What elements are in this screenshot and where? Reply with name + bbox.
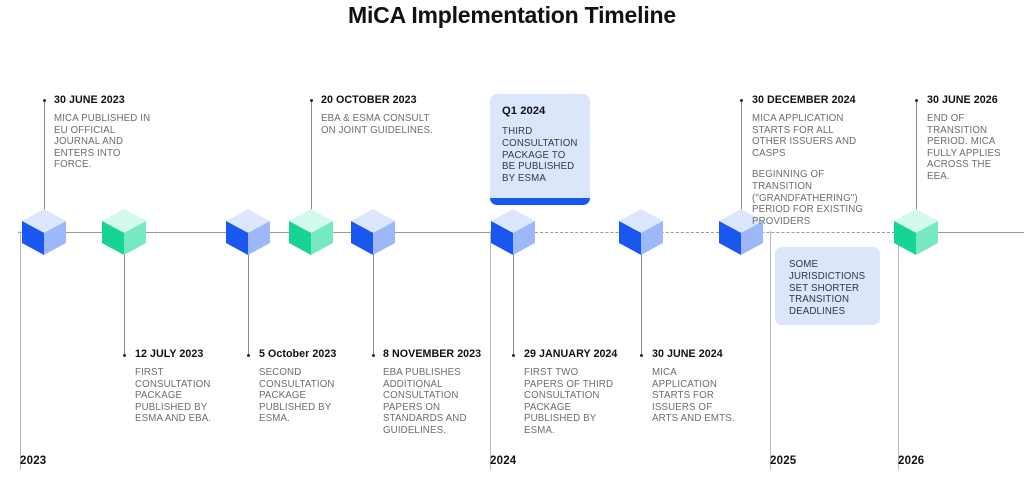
callout-card-body: SOME JURISDICTIONS SET SHORTER TRANSITIO… <box>789 259 866 318</box>
milestone-date: 30 JUNE 2026 <box>927 94 998 106</box>
connector-m3 <box>248 250 249 355</box>
connector-dot-m8 <box>740 99 743 102</box>
timeline-axis-solid-left <box>18 232 532 233</box>
milestone-m8[interactable]: 30 DECEMBER 2024 MICA APPLICATION STARTS… <box>752 94 870 227</box>
page-title: MiCA Implementation Timeline <box>348 2 676 28</box>
year-label-2025: 2025 <box>770 455 797 467</box>
callout-card-content: Q1 2024 THIRD CONSULTATION PACKAGE TO BE… <box>490 94 590 195</box>
year-divider-2025 <box>770 231 771 470</box>
connector-m6 <box>513 250 514 355</box>
callout-card-content: SOME JURISDICTIONS SET SHORTER TRANSITIO… <box>775 247 880 325</box>
milestone-date: 30 JUNE 2024 <box>652 348 723 360</box>
milestone-description: MICA APPLICATION STARTS FOR ISSUERS OF A… <box>652 367 735 425</box>
milestone-description: FIRST CONSULTATION PACKAGE PUBLISHED BY … <box>135 367 212 425</box>
milestone-description: EBA PUBLISHES ADDITIONAL CONSULTATION PA… <box>383 367 467 436</box>
milestone-m7[interactable]: 30 JUNE 2024 MICA APPLICATION STARTS FOR… <box>652 348 737 425</box>
milestone-date: 12 JULY 2023 <box>135 348 204 360</box>
milestone-description: MICA APPLICATION STARTS FOR ALL OTHER IS… <box>752 113 857 159</box>
milestone-date: 5 October 2023 <box>259 348 337 360</box>
year-divider-2023 <box>20 231 21 470</box>
milestone-date: 30 DECEMBER 2024 <box>752 94 856 106</box>
milestone-cube-m3[interactable] <box>226 209 270 255</box>
milestone-m5[interactable]: 8 NOVEMBER 2023 EBA PUBLISHES ADDITIONAL… <box>383 348 483 437</box>
year-label-2023: 2023 <box>20 455 47 467</box>
milestone-date: 8 NOVEMBER 2023 <box>383 348 482 360</box>
milestone-m1[interactable]: 30 JUNE 2023 MICA PUBLISHED IN EU OFFICI… <box>54 94 159 171</box>
milestone-cube-m4[interactable] <box>289 209 333 255</box>
callout-card-title: Q1 2024 <box>502 105 546 117</box>
milestone-description: SECOND CONSULTATION PACKAGE PUBLISHED BY… <box>259 367 335 425</box>
callout-card-jurisdictions[interactable]: SOME JURISDICTIONS SET SHORTER TRANSITIO… <box>775 247 880 325</box>
connector-dot-m1 <box>43 99 46 102</box>
milestone-description: MICA PUBLISHED IN EU OFFICIAL JOURNAL AN… <box>54 113 151 171</box>
milestone-date: 30 JUNE 2023 <box>54 94 125 106</box>
connector-dot-m6 <box>512 354 515 357</box>
timeline-axis-solid-right <box>898 232 1024 233</box>
connector-dot-m3 <box>247 354 250 357</box>
connector-m1 <box>44 100 45 212</box>
connector-dot-m7 <box>640 354 643 357</box>
milestone-description-2: BEGINNING OF TRANSITION ("GRANDFATHERING… <box>752 169 864 227</box>
milestone-description: EBA & ESMA CONSULT ON JOINT GUIDELINES. <box>321 113 434 136</box>
connector-m4 <box>311 100 312 212</box>
milestone-m6[interactable]: 29 JANUARY 2024 FIRST TWO PAPERS OF THIR… <box>524 348 618 437</box>
milestone-description: FIRST TWO PAPERS OF THIRD CONSULTATION P… <box>524 367 614 436</box>
milestone-cube-m8[interactable] <box>719 209 763 255</box>
milestone-cube-m7[interactable] <box>619 209 663 255</box>
timeline-axis-dashed <box>530 232 900 233</box>
year-label-2024: 2024 <box>490 455 517 467</box>
year-divider-2024 <box>490 231 491 470</box>
milestone-m4[interactable]: 20 OCTOBER 2023 EBA & ESMA CONSULT ON JO… <box>321 94 436 136</box>
milestone-date: 29 JANUARY 2024 <box>524 348 618 360</box>
milestone-cube-m5[interactable] <box>351 209 395 255</box>
milestone-m3[interactable]: 5 October 2023 SECOND CONSULTATION PACKA… <box>259 348 355 425</box>
connector-m9 <box>916 100 917 212</box>
connector-m8 <box>741 100 742 212</box>
connector-m2 <box>124 250 125 355</box>
callout-card-body: THIRD CONSULTATION PACKAGE TO BE PUBLISH… <box>502 126 578 185</box>
milestone-cube-m9[interactable] <box>894 209 938 255</box>
milestone-m9[interactable]: 30 JUNE 2026 END OF TRANSITION PERIOD. M… <box>927 94 1007 183</box>
connector-m5 <box>373 250 374 355</box>
connector-m7 <box>641 250 642 355</box>
milestone-cube-m6[interactable] <box>491 209 535 255</box>
milestone-date: 20 OCTOBER 2023 <box>321 94 417 106</box>
connector-dot-m2 <box>123 354 126 357</box>
connector-dot-m9 <box>915 99 918 102</box>
connector-dot-m4 <box>310 99 313 102</box>
year-label-2026: 2026 <box>898 455 925 467</box>
callout-card-accent-bar <box>490 198 590 205</box>
milestone-m2[interactable]: 12 JULY 2023 FIRST CONSULTATION PACKAGE … <box>135 348 231 425</box>
milestone-description: END OF TRANSITION PERIOD. MICA FULLY APP… <box>927 113 1001 182</box>
year-divider-2026 <box>898 231 899 470</box>
connector-dot-m5 <box>372 354 375 357</box>
milestone-cube-m2[interactable] <box>102 209 146 255</box>
milestone-cube-m1[interactable] <box>22 209 66 255</box>
callout-card-q1-2024[interactable]: Q1 2024 THIRD CONSULTATION PACKAGE TO BE… <box>490 94 590 205</box>
